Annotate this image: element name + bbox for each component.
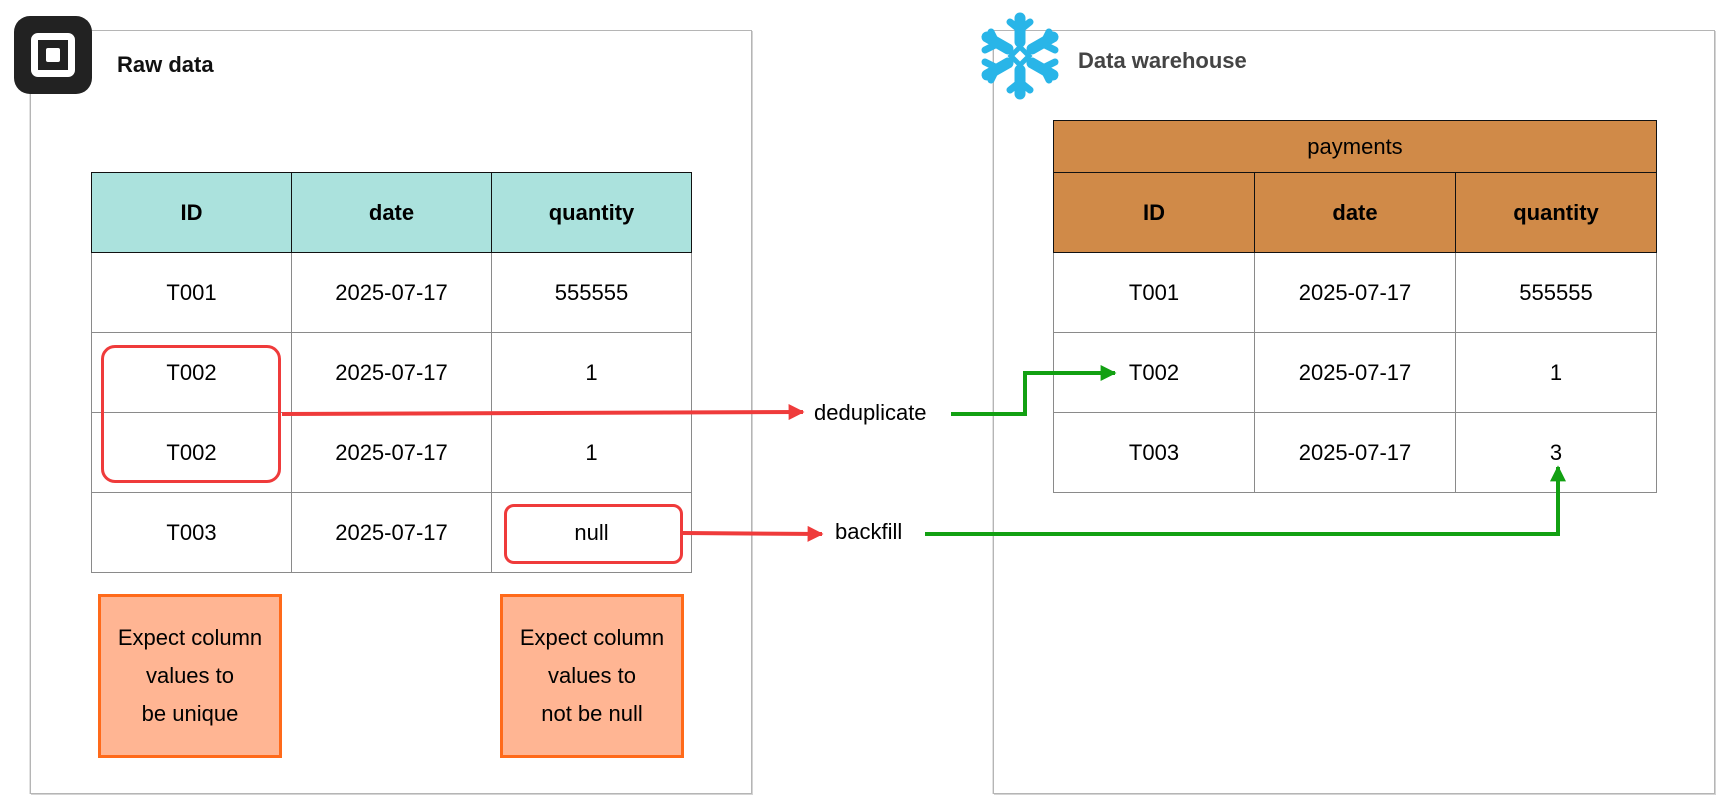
backfill-label: backfill	[835, 519, 903, 544]
column-header: ID	[91, 172, 292, 253]
table-row: T002 2025-07-17 1	[1053, 332, 1657, 413]
note-line: Expect column	[117, 625, 263, 650]
quantity-cell: 1	[491, 332, 692, 413]
expect-not-null-note: Expect column values to not be null	[500, 594, 684, 758]
table-header-row: ID date quantity	[91, 172, 692, 253]
data-warehouse-title: Data warehouse	[1078, 48, 1247, 73]
date-cell: 2025-07-17	[1254, 412, 1456, 493]
square-logo-icon	[14, 16, 92, 94]
note-line: values to	[547, 663, 637, 688]
date-cell: 2025-07-17	[291, 492, 492, 573]
table-header-row: ID date quantity	[1053, 172, 1657, 253]
duplicate-rows-highlight	[101, 345, 281, 483]
column-header: date	[291, 172, 492, 253]
quantity-cell: 555555	[1455, 252, 1657, 333]
date-cell: 2025-07-17	[1254, 252, 1456, 333]
date-cell: 2025-07-17	[1254, 332, 1456, 413]
expect-unique-note: Expect column values to be unique	[98, 594, 282, 758]
raw-data-table: ID date quantity T001 2025-07-17 555555 …	[91, 172, 692, 573]
date-cell: 2025-07-17	[291, 332, 492, 413]
table-caption: payments	[1053, 120, 1657, 173]
date-cell: 2025-07-17	[291, 252, 492, 333]
id-cell: T003	[1053, 412, 1255, 493]
column-header: quantity	[491, 172, 692, 253]
table-row: T001 2025-07-17 555555	[91, 252, 692, 333]
table-caption-row: payments	[1053, 120, 1657, 173]
date-cell: 2025-07-17	[291, 412, 492, 493]
table-row: T003 2025-07-17 null	[91, 492, 692, 573]
deduplicate-label: deduplicate	[814, 400, 927, 425]
quantity-cell: 555555	[491, 252, 692, 333]
note-line: values to	[145, 663, 235, 688]
note-line: Expect column	[519, 625, 665, 650]
quantity-cell: 1	[491, 412, 692, 493]
id-cell: T001	[91, 252, 292, 333]
raw-data-title: Raw data	[117, 52, 214, 77]
payments-table: payments ID date quantity T001 2025-07-1…	[1053, 120, 1657, 493]
table-row: T002 2025-07-17 1	[91, 332, 692, 413]
null-value-highlight	[504, 504, 683, 564]
snowflake-logo-icon	[981, 12, 1059, 100]
column-header: date	[1254, 172, 1456, 253]
note-line: be unique	[141, 701, 239, 726]
table-row: T002 2025-07-17 1	[91, 412, 692, 493]
id-cell: T002	[1053, 332, 1255, 413]
id-cell: T002	[91, 412, 292, 493]
column-header: ID	[1053, 172, 1255, 253]
id-cell: T001	[1053, 252, 1255, 333]
column-header: quantity	[1455, 172, 1657, 253]
quantity-cell: 3	[1455, 412, 1657, 493]
table-row: T003 2025-07-17 3	[1053, 412, 1657, 493]
quantity-cell: 1	[1455, 332, 1657, 413]
note-line: not be null	[541, 701, 643, 726]
table-row: T001 2025-07-17 555555	[1053, 252, 1657, 333]
id-cell: T003	[91, 492, 292, 573]
